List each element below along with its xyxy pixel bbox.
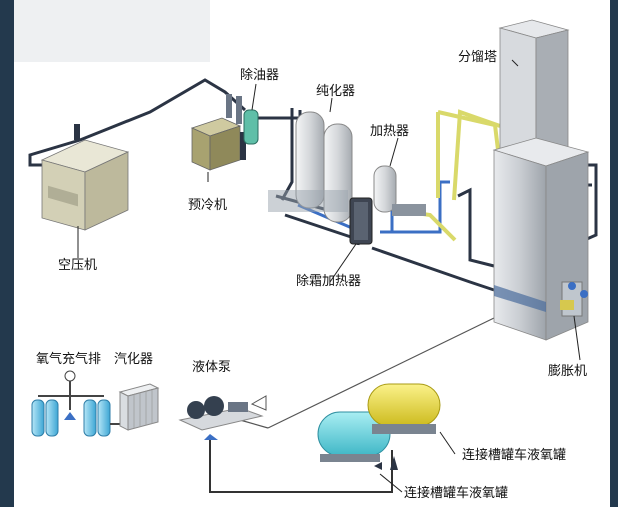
return-line — [209, 440, 393, 493]
heater-vessel — [373, 165, 426, 216]
label-purifier: 纯化器 — [316, 84, 356, 99]
label-oil-remover: 除油器 — [240, 68, 280, 83]
main-air-pipe — [28, 78, 247, 167]
right-border — [610, 0, 618, 507]
precooler — [190, 117, 246, 171]
label-tank-connect-top: 连接槽罐车液氧罐 — [462, 448, 567, 463]
label-liquid-pump: 液体泵 — [192, 360, 232, 375]
label-cylinder-fill: 氧气充气排 — [36, 352, 102, 367]
label-defrost-heater: 除霜加热器 — [296, 274, 362, 289]
label-expander: 膨胀机 — [548, 364, 588, 379]
label-heater: 加热器 — [370, 124, 410, 139]
top-left-panel — [14, 0, 210, 62]
leader-lines — [77, 59, 581, 493]
air-compressor — [40, 124, 130, 231]
label-vaporizer: 汽化器 — [114, 352, 154, 367]
purifier-vessels — [268, 111, 353, 223]
label-compressor: 空压机 — [58, 258, 98, 273]
label-tank-connect-bottom: 连接槽罐车液氧罐 — [404, 486, 509, 501]
yellow-tank — [367, 383, 441, 434]
label-precooler: 预冷机 — [188, 198, 228, 213]
left-border — [0, 0, 14, 507]
flow-arrow-2 — [390, 456, 398, 470]
liquid-pump-unit — [178, 395, 267, 431]
label-column: 分馏塔 — [458, 50, 498, 65]
oxygen-cylinders — [31, 370, 125, 437]
flow-arrow-3 — [374, 462, 382, 470]
vaporizer-unit — [118, 383, 160, 431]
liquid-line — [239, 317, 495, 429]
expander-unit — [560, 281, 588, 317]
oil-remover — [226, 94, 259, 145]
defrost-heater — [349, 197, 373, 245]
flow-arrow — [204, 434, 218, 440]
